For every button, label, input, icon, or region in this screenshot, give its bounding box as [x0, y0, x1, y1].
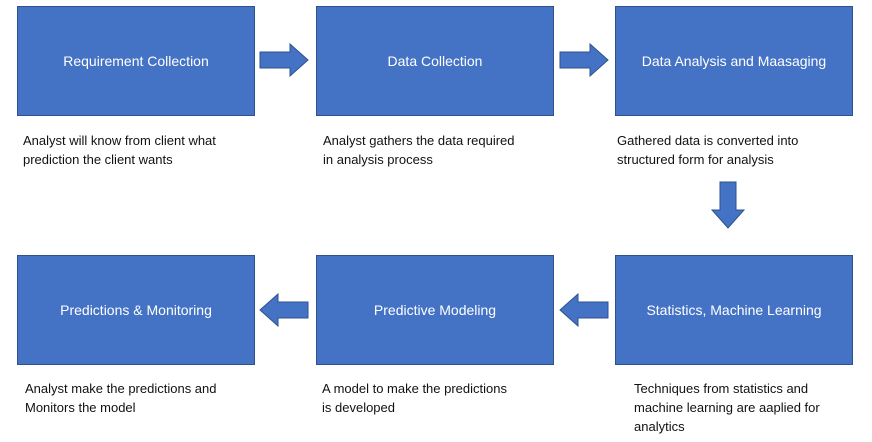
step-description-data-analysis: Gathered data is converted into structur… — [617, 133, 799, 167]
step-description-data-collection: Analyst gathers the data required in ana… — [323, 133, 515, 167]
step-description-predictive-modeling: A model to make the predictions is devel… — [322, 381, 507, 415]
step-description-predictions-monitoring: Analyst make the predictions and Monitor… — [25, 381, 217, 415]
step-title-predictions-monitoring: Predictions & Monitoring — [60, 302, 212, 318]
step-title-requirement-collection: Requirement Collection — [63, 53, 209, 69]
step-title-statistics-machine-learning: Statistics, Machine Learning — [646, 302, 822, 318]
step-box-requirement-collection: Requirement Collection — [17, 6, 255, 116]
step-box-statistics-machine-learning: Statistics, Machine Learning — [615, 255, 853, 365]
step-title-data-analysis: Data Analysis and Maasaging — [641, 53, 827, 69]
arrow-right-icon — [559, 42, 609, 78]
arrow-down-icon — [710, 181, 746, 229]
arrow-left-icon — [559, 292, 609, 328]
step-box-predictive-modeling: Predictive Modeling — [316, 255, 554, 365]
arrow-right-icon — [259, 42, 309, 78]
step-title-predictive-modeling: Predictive Modeling — [373, 302, 497, 318]
step-description-requirement-collection: Analyst will know from client what predi… — [23, 133, 216, 167]
step-description-statistics-machine-learning: Techniques from statistics and machine l… — [634, 381, 820, 434]
arrow-left-icon — [259, 292, 309, 328]
step-box-predictions-monitoring: Predictions & Monitoring — [17, 255, 255, 365]
step-box-data-analysis: Data Analysis and Maasaging — [615, 6, 853, 116]
step-box-data-collection: Data Collection — [316, 6, 554, 116]
step-title-data-collection: Data Collection — [387, 53, 483, 69]
